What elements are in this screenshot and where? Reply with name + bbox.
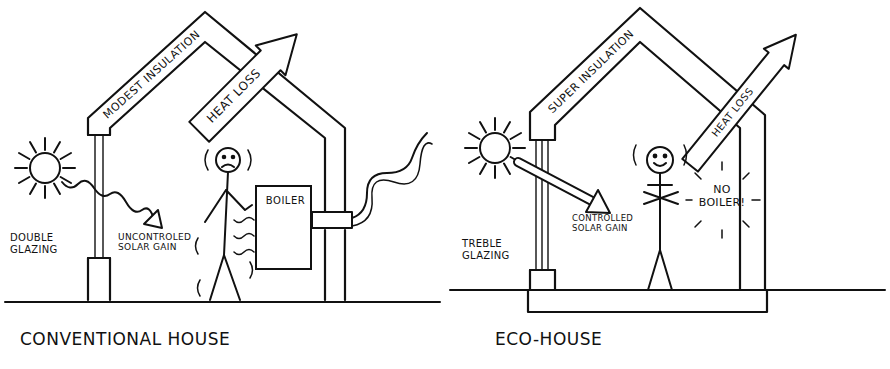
insulation-band: SUPER INSULATION [533,16,648,128]
ground-line [450,289,885,291]
person-body [644,173,678,290]
arrow-shape [677,25,808,176]
sun-rays [15,138,75,198]
no-boiler-label: NO BOILER! [694,184,750,209]
arrow-head [144,210,162,228]
house-outline: CONVENTIONAL HOUSEMODEST INSULATIONHEAT … [80,8,360,304]
house-caption: ECO-HOUSE [495,330,602,350]
heat-waves [234,218,254,255]
wall-line [530,140,555,270]
solar-gain-arrow-fill [518,162,592,201]
house-walls [80,8,360,304]
insulation-band: MODEST INSULATION [92,19,212,131]
house-walls [520,6,775,314]
boiler-box: BOILER [255,185,312,270]
solar-gain-label: UNCONTROLED SOLAR GAIN [118,232,194,253]
solar-gain-label: CONTROLLED SOLAR GAIN [572,214,636,234]
arrow-head [586,190,610,213]
person-head [216,148,240,172]
arrow-shape [184,19,311,146]
wall-line [530,8,765,290]
flue-pipe [312,212,352,228]
boiler-label: BOILER [257,195,314,207]
person-frown [222,165,234,168]
person-eye [664,155,667,158]
house-caption: CONVENTIONAL HOUSE [20,330,230,350]
band-label: MODEST INSULATION [92,19,212,131]
arrow-label: HEAT LOSS [188,50,280,142]
person-body [205,172,252,300]
person-eye [232,156,235,159]
burst-dashes [686,162,760,238]
sun [480,133,510,163]
wall-line [528,290,767,312]
person-smile [654,163,666,166]
person-eye [654,155,657,158]
wall-line [95,135,103,258]
arrow-label: HEAT LOSS [681,53,783,173]
sun [30,153,60,183]
band-label: SUPER INSULATION [533,16,648,128]
house-outline: ECO-HOUSESUPER INSULATIONHEAT LOSS [520,6,775,314]
smoke [352,133,427,218]
person-head [647,147,673,173]
ground-line [5,301,440,303]
wall-line [88,12,345,300]
person-eye [223,156,226,159]
solar-gain-arrow [518,162,592,201]
wall-line [88,135,110,258]
sun-rays [465,118,525,178]
heat-loss-arrow: HEAT LOSS [676,23,809,177]
glazing-label: DOUBLE GLAZING [10,232,72,255]
shiver-marks [196,150,253,296]
glow-marks [634,145,687,165]
solar-gain-arrow [62,181,154,220]
smoke [352,143,432,226]
glazing-label: TREBLE GLAZING [462,238,524,261]
wall-line [536,140,548,270]
